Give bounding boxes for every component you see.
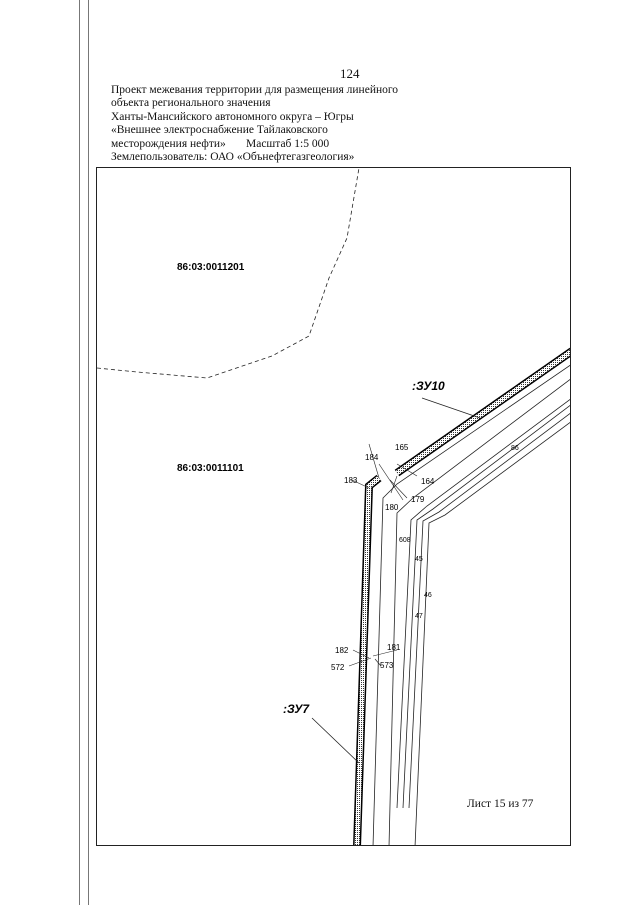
- zone-label-zu10: :ЗУ10: [412, 379, 445, 393]
- header-line-5-left: месторождения нефти»: [111, 138, 226, 150]
- binding-margin-line-inner: [88, 0, 89, 905]
- header-line-4: «Внешнее электроснабжение Тайлаковского: [111, 124, 328, 136]
- parcel-label-upper: 86:03:0011201: [177, 262, 245, 273]
- zone-label-zu7: :ЗУ7: [283, 702, 310, 716]
- header-line-1: Проект межевания территории для размещен…: [111, 84, 399, 96]
- point-label-165: 165: [395, 443, 409, 452]
- corridor-line-1: [372, 364, 570, 845]
- point-label-45: 45: [415, 556, 423, 563]
- point-label-46: 46: [424, 592, 432, 599]
- quarter-boundary-line: [97, 168, 360, 379]
- point-label-573: 573: [380, 661, 394, 670]
- page-number: 124: [340, 66, 360, 81]
- corridor-line-6: [414, 421, 570, 845]
- sheet-number: Лист 15 из 77: [467, 798, 534, 810]
- leader-zu10: [421, 397, 481, 419]
- leader-zu7: [311, 717, 360, 764]
- land-user-label: Землепользователь: ОАО «Обънефтегазгеоло…: [111, 151, 355, 163]
- map-drawing: 86:03:0011201 86:03:0011101 :ЗУ10 :ЗУ7 1…: [97, 168, 570, 845]
- corridor-line-3: [396, 398, 570, 809]
- point-label-47: 47: [415, 613, 423, 620]
- point-label-608: 608: [399, 537, 411, 544]
- point-label-182: 182: [335, 646, 349, 655]
- header-line-3: Ханты-Мансийского автономного округа – Ю…: [111, 111, 354, 123]
- point-label-181: 181: [387, 643, 401, 652]
- point-label-184: 184: [365, 453, 379, 462]
- parcel-label-lower: 86:03:0011101: [177, 463, 244, 474]
- corridor-line-5: [408, 413, 570, 809]
- point-label-164: 164: [421, 477, 435, 486]
- binding-margin-line-outer: [79, 0, 80, 905]
- point-label-180: 180: [385, 503, 399, 512]
- cadastral-map: 86:03:0011201 86:03:0011101 :ЗУ10 :ЗУ7 1…: [96, 167, 571, 846]
- point-label-572: 572: [331, 663, 345, 672]
- header-line-2: объекта регионального значения: [111, 97, 271, 109]
- corridor-line-4: [402, 405, 570, 809]
- corridor-line-2: [388, 379, 570, 845]
- point-label-183: 183: [344, 476, 358, 485]
- scale-label: Масштаб 1:5 000: [246, 138, 330, 150]
- point-label-179: 179: [411, 495, 425, 504]
- point-label-86: 86: [511, 445, 519, 452]
